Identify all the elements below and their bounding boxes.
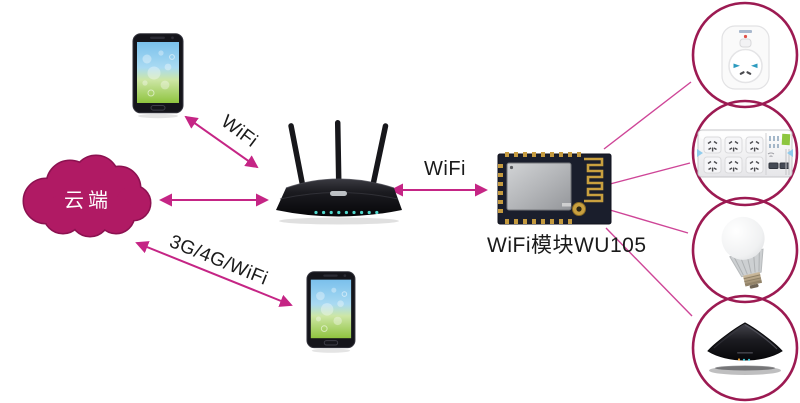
smartphone-icon-top — [132, 33, 184, 119]
cloud-label: 云端 — [64, 190, 112, 212]
wifi-mid-label: WiFi — [424, 158, 466, 180]
power-strip-icon — [697, 129, 793, 178]
cloud-shape — [22, 154, 152, 238]
device-circles — [691, 1, 799, 402]
smart-hub-icon — [707, 322, 783, 375]
module-device-links — [603, 81, 693, 317]
module-caption-label: WiFi模块WU105 — [487, 234, 647, 257]
smartphone-icon-bottom — [306, 271, 356, 354]
arrow-cloud-phone — [135, 241, 293, 307]
router-icon — [276, 120, 402, 225]
led-bulb-icon — [721, 216, 765, 289]
arrow-phone-router — [184, 115, 259, 169]
smart-plug-icon — [721, 25, 770, 90]
connection-arrows — [135, 115, 488, 307]
pcb-module-icon — [497, 152, 612, 225]
